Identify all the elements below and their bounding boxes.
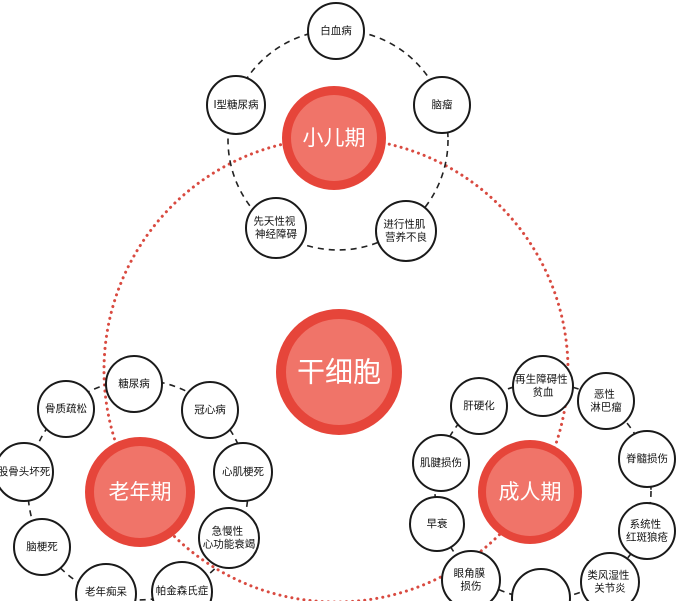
disease-label: 股骨头坏死 xyxy=(0,466,51,478)
childhood-label: 小儿期 xyxy=(303,126,366,150)
disease-node-circle xyxy=(13,518,71,576)
disease-node-circle xyxy=(213,442,273,502)
disease-node-circle xyxy=(181,381,239,439)
adult-core xyxy=(486,448,574,536)
disease-node-circle xyxy=(75,563,137,601)
childhood-disease-node: 白血病 xyxy=(307,2,365,60)
childhood-disease-node: I型糖尿病 xyxy=(206,75,266,135)
childhood-stage: 小儿期 xyxy=(282,86,386,190)
disease-label: I型糖尿病 xyxy=(213,98,259,111)
disease-node-circle xyxy=(409,496,465,552)
childhood-disease-node: 先天性视 神经障碍 xyxy=(245,197,307,259)
disease-node-circle xyxy=(618,430,676,488)
disease-label: 早衰 xyxy=(427,517,448,530)
disease-label: 进行性肌 营养不良 xyxy=(383,218,428,244)
disease-node-circle xyxy=(412,434,470,492)
childhood-core xyxy=(291,95,377,181)
disease-label: 糖尿病 xyxy=(118,377,150,390)
elderly-disease-node: 老年痴呆 xyxy=(75,563,137,601)
disease-node-circle xyxy=(37,380,95,438)
elderly-stage: 老年期 xyxy=(85,437,195,547)
adult-disease-node: 早衰 xyxy=(409,496,465,552)
disease-label: 脊髓损伤 xyxy=(626,452,668,465)
stem-cell-core xyxy=(286,319,392,425)
disease-node-circle xyxy=(441,550,501,601)
disease-label: 脑瘤 xyxy=(432,98,453,111)
disease-node-circle xyxy=(512,355,574,417)
disease-node-circle xyxy=(105,355,163,413)
disease-label: 帕金森氏症 xyxy=(156,584,209,597)
disease-label: 冠心病 xyxy=(194,403,226,416)
adult-disease-node: 再生障碍性 贫血 xyxy=(512,355,574,417)
disease-label: 系统性 红斑狼疮 xyxy=(626,518,668,544)
adult-label: 成人期 xyxy=(499,480,562,504)
adult-disease-node-cut-off xyxy=(511,568,571,601)
elderly-disease-node: 帕金森氏症 xyxy=(151,561,213,601)
stem-cell-hub: 干细胞 xyxy=(276,309,402,435)
disease-node-circle xyxy=(0,442,54,502)
elderly-label: 老年期 xyxy=(109,480,172,504)
disease-label: 脑梗死 xyxy=(26,540,58,553)
childhood-disease-node: 进行性肌 营养不良 xyxy=(375,200,437,262)
elderly-disease-node: 冠心病 xyxy=(181,381,239,439)
disease-label: 类风湿性 关节炎 xyxy=(587,569,632,595)
adult-disease-node: 脊髓损伤 xyxy=(618,430,676,488)
disease-node-circle xyxy=(375,200,437,262)
adult-disease-node: 恶性 淋巴瘤 xyxy=(577,372,635,430)
disease-label: 心肌梗死 xyxy=(222,465,264,478)
disease-label: 急慢性 心功能衰竭 xyxy=(203,525,256,551)
disease-label: 白血病 xyxy=(320,24,352,37)
adult-disease-node: 肝硬化 xyxy=(450,377,508,435)
disease-node-circle xyxy=(413,76,471,134)
elderly-disease-node: 股骨头坏死 xyxy=(0,442,54,502)
adult-disease-node: 肌腱损伤 xyxy=(412,434,470,492)
adult-disease-node: 眼角膜 损伤 xyxy=(441,550,501,601)
childhood-disease-node: 脑瘤 xyxy=(413,76,471,134)
disease-label: 先天性视 神经障碍 xyxy=(253,215,298,241)
disease-node-circle xyxy=(307,2,365,60)
elderly-disease-node: 糖尿病 xyxy=(105,355,163,413)
elderly-disease-node: 急慢性 心功能衰竭 xyxy=(198,507,260,569)
disease-node-circle xyxy=(151,561,213,601)
disease-node-circle xyxy=(198,507,260,569)
elderly-disease-node: 心肌梗死 xyxy=(213,442,273,502)
adult-stage: 成人期 xyxy=(478,440,582,544)
disease-label: 再生障碍性 贫血 xyxy=(515,373,571,399)
elderly-core xyxy=(94,446,186,538)
stem-cell-label: 干细胞 xyxy=(297,356,381,389)
disease-label: 眼角膜 损伤 xyxy=(454,568,489,593)
adult-disease-node: 系统性 红斑狼疮 xyxy=(618,502,676,560)
disease-node-circle xyxy=(450,377,508,435)
disease-label: 恶性 淋巴瘤 xyxy=(590,388,622,414)
disease-node-circle xyxy=(577,372,635,430)
disease-node-circle xyxy=(511,568,571,601)
disease-label: 肝硬化 xyxy=(463,399,495,412)
elderly-disease-node: 脑梗死 xyxy=(13,518,71,576)
adult-disease-node: 类风湿性 关节炎 xyxy=(580,552,640,601)
disease-label: 骨质疏松 xyxy=(45,402,87,415)
disease-node-circle xyxy=(245,197,307,259)
disease-label: 肌腱损伤 xyxy=(420,456,462,469)
disease-node-circle xyxy=(580,552,640,601)
disease-node-circle xyxy=(206,75,266,135)
disease-node-circle xyxy=(618,502,676,560)
disease-label: 老年痴呆 xyxy=(85,585,127,598)
elderly-disease-node: 骨质疏松 xyxy=(37,380,95,438)
